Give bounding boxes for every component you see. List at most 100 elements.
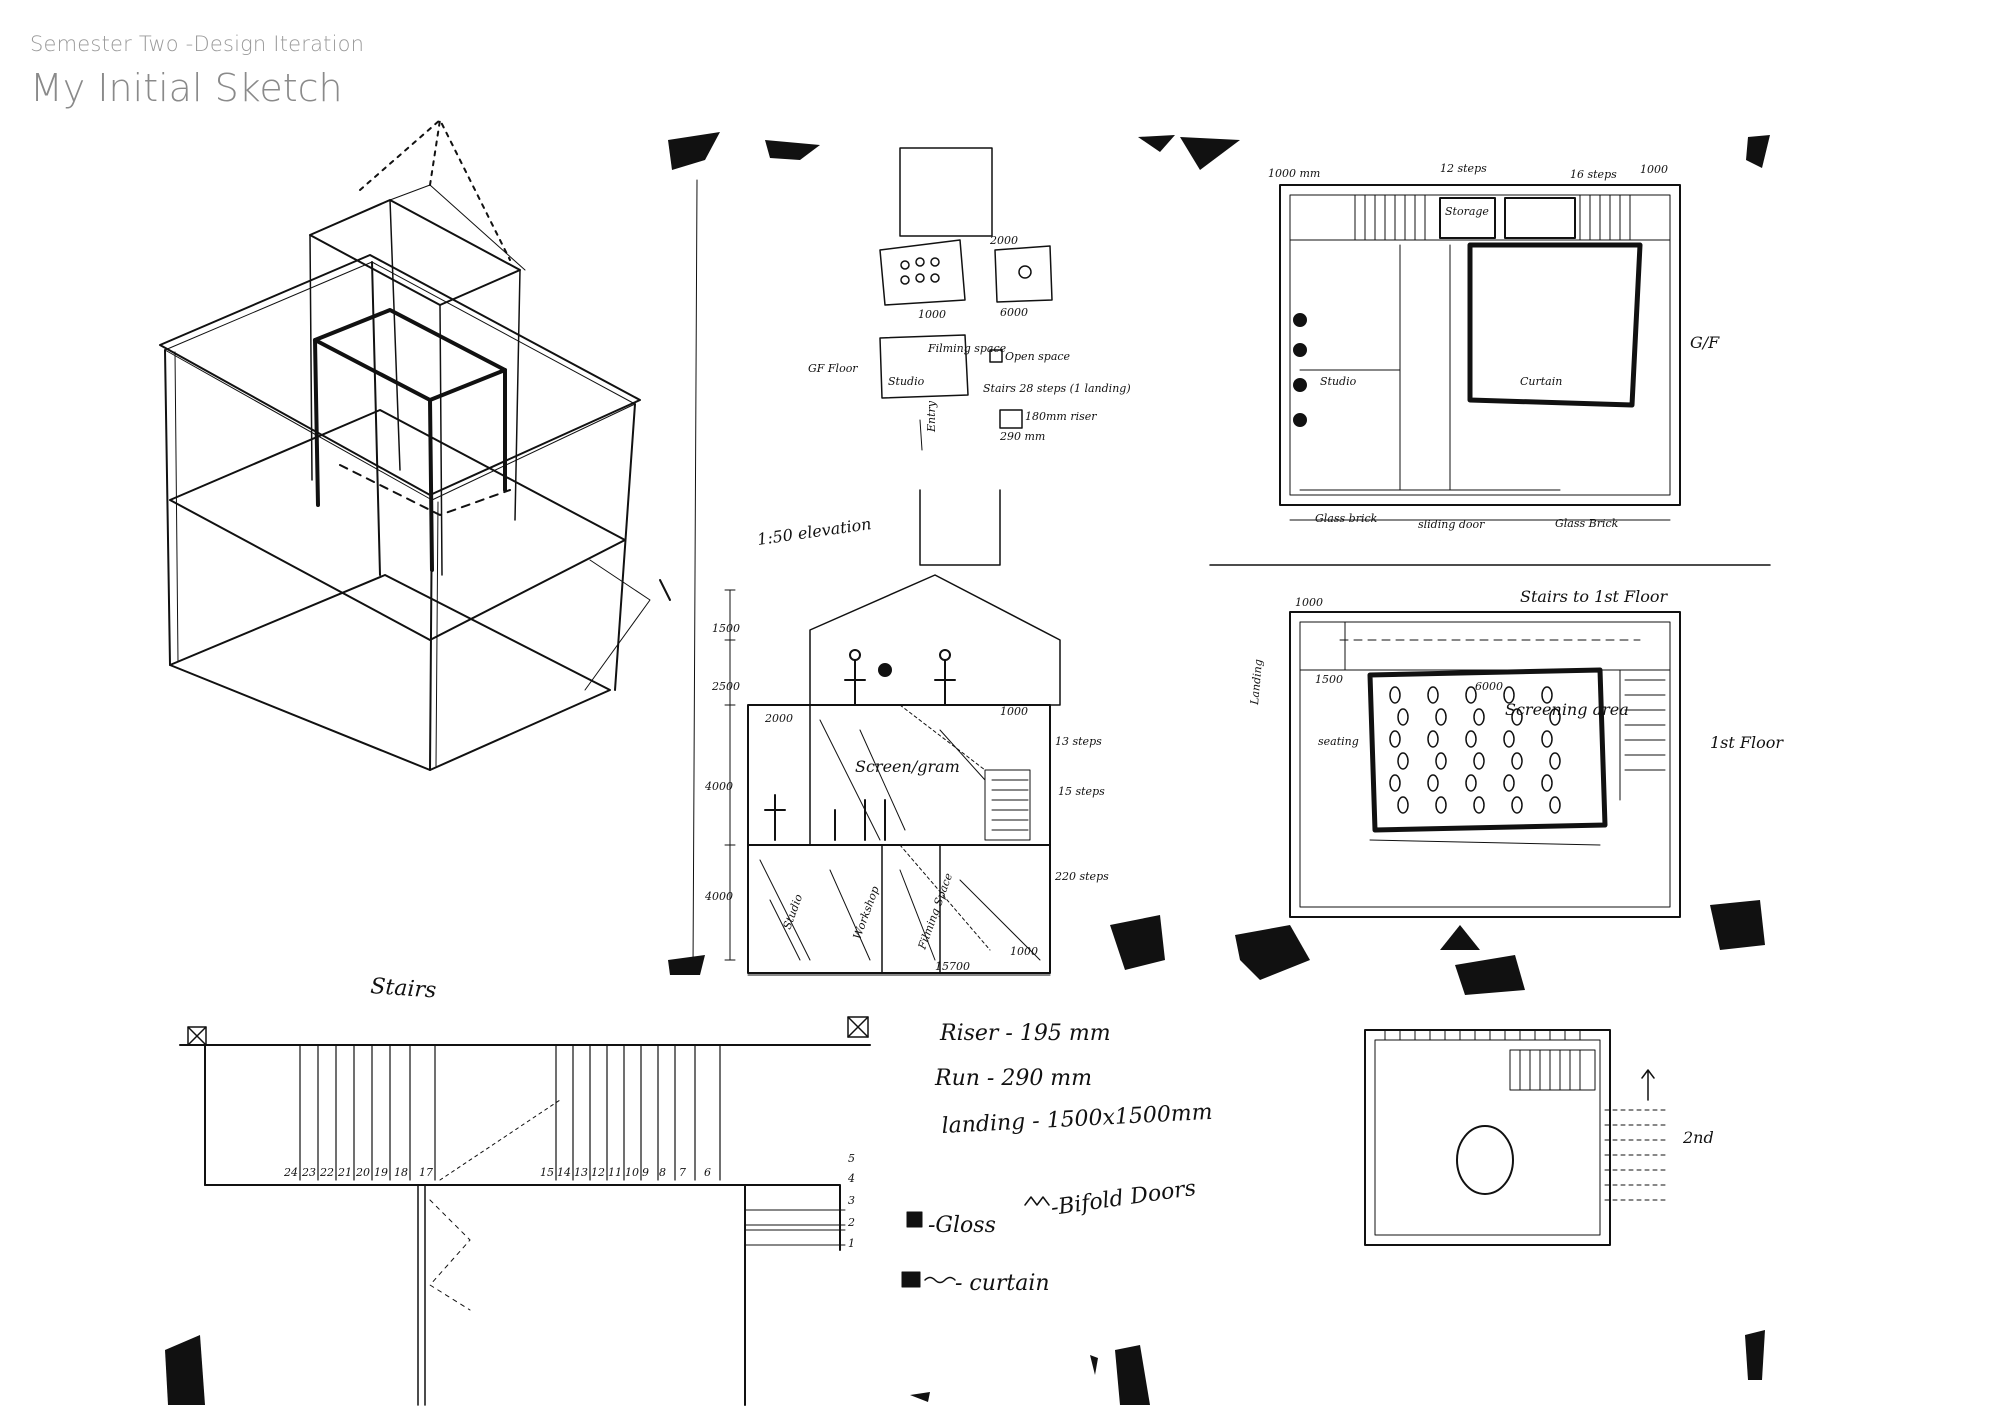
first-seating: seating	[1318, 735, 1359, 748]
elev-dim-top-1: 1000	[1000, 705, 1028, 718]
stair-number: 12	[591, 1166, 605, 1179]
section-elevation	[724, 489, 1061, 976]
elev-dim-left-1: 2500	[711, 680, 740, 693]
explode-dim-0: 1000	[918, 308, 946, 321]
seat-mark	[1435, 708, 1447, 726]
stairs-drawing	[179, 1016, 871, 1406]
first-dim-1: 1500	[1315, 673, 1343, 686]
second-floor-plan	[1364, 1029, 1666, 1246]
gf-top-label-3: 1000	[1640, 163, 1668, 176]
elev-dim-right-3: 1000	[1010, 945, 1038, 958]
gf-top-label-1: 12 steps	[1440, 162, 1487, 175]
seat-mark	[1389, 730, 1401, 748]
first-floor-plan	[1289, 611, 1681, 918]
first-dim-0: 1000	[1295, 596, 1323, 609]
stair-number: 23	[301, 1166, 316, 1179]
seat-mark	[1549, 796, 1561, 814]
elev-dim-left-2: 4000	[704, 780, 733, 793]
stairs-run: Run - 290 mm	[934, 1066, 1092, 1091]
elev-dim-bottom: 15700	[935, 960, 970, 973]
elev-room-filming: Filming Space	[915, 871, 955, 952]
stair-number: 18	[394, 1166, 408, 1179]
second-floor-label: 2nd	[1682, 1128, 1714, 1147]
stair-number: 24	[283, 1166, 298, 1179]
explode-note-stairs: Stairs 28 steps (1 landing)	[983, 382, 1131, 395]
seat-mark	[1541, 730, 1553, 748]
seat-mark	[1541, 686, 1553, 704]
elev-dim-top-0: 2000	[764, 712, 793, 725]
stair-number: 20	[355, 1166, 370, 1179]
gf-top-label-0: 1000 mm	[1268, 167, 1320, 180]
stair-number: 13	[574, 1166, 588, 1179]
elev-room-workshop: Workshop	[851, 884, 882, 941]
seating-ovals	[1389, 686, 1561, 814]
first-floor-label: 1st Floor	[1710, 733, 1784, 752]
stair-number-side: 1	[848, 1237, 855, 1250]
stair-number: 9	[642, 1166, 649, 1179]
explode-note-run: 290 mm	[999, 430, 1045, 443]
explode-note-riser: 180mm riser	[1025, 410, 1097, 423]
first-side-label: Landing	[1248, 659, 1265, 707]
middle-sheet-edge	[692, 179, 698, 971]
stair-number: 11	[608, 1166, 622, 1179]
seat-mark	[1465, 730, 1477, 748]
seat-mark	[1397, 708, 1409, 726]
explode-dim-1: 2000	[989, 234, 1018, 247]
seat-mark	[1549, 708, 1561, 726]
stair-number-side: 2	[847, 1216, 855, 1229]
seat-mark	[1465, 774, 1477, 792]
elev-room-studio: Studio	[781, 892, 806, 931]
explode-note-open: Open space	[1005, 350, 1071, 363]
legend-bifold: -Bifold Doors	[1049, 1176, 1197, 1221]
stair-number-side: 3	[848, 1194, 855, 1207]
legend-icons	[901, 1196, 1050, 1288]
stairs-landing: landing - 1500x1500mm	[941, 1100, 1213, 1139]
seat-mark	[1465, 686, 1477, 704]
stair-treads	[299, 1044, 721, 1181]
scan-blobs	[165, 132, 1770, 1405]
seat-mark	[1511, 796, 1523, 814]
explode-dim-2: 6000	[1000, 306, 1028, 319]
seat-mark	[1427, 730, 1439, 748]
seat-mark	[1435, 796, 1447, 814]
stair-number-side: 5	[848, 1152, 855, 1165]
explode-note-gf: GF Floor	[808, 362, 858, 375]
explode-note-filming: Filming space	[927, 342, 1007, 355]
stair-number: 7	[679, 1166, 686, 1179]
legend-curtain: - curtain	[955, 1271, 1050, 1296]
elev-dim-right-2: 220 steps	[1054, 870, 1109, 883]
explode-note-studio: Studio	[888, 375, 925, 388]
gf-bottom-1: sliding door	[1418, 518, 1485, 531]
exploded-diagram	[879, 147, 1053, 451]
elev-room-screen: Screen/gram	[855, 757, 960, 776]
seat-mark	[1503, 774, 1515, 792]
explode-note-entry: Entry	[925, 400, 938, 433]
first-screening: Screening area	[1505, 700, 1629, 719]
seat-mark	[1397, 752, 1409, 770]
seat-mark	[1397, 796, 1409, 814]
isometric-sketch	[159, 119, 671, 771]
first-dim-2: 6000	[1475, 680, 1503, 693]
elevation-title: 1:50 elevation	[756, 514, 873, 549]
stair-number: 6	[704, 1166, 711, 1179]
seat-mark	[1389, 774, 1401, 792]
stairs-riser: Riser - 195 mm	[939, 1021, 1111, 1046]
seat-mark	[1473, 752, 1485, 770]
page-subtitle: Semester Two -Design Iteration	[30, 32, 365, 56]
seat-mark	[1427, 774, 1439, 792]
stair-number: 8	[659, 1166, 666, 1179]
stair-number: 21	[337, 1166, 352, 1179]
elev-dim-right-1: 15 steps	[1058, 785, 1105, 798]
legend-glass: -Gloss	[928, 1213, 996, 1238]
seat-mark	[1511, 752, 1523, 770]
stair-number: 19	[374, 1166, 388, 1179]
seat-mark	[1511, 708, 1523, 726]
gf-curtain: Curtain	[1520, 375, 1562, 388]
page-title: My Initial Sketch	[30, 66, 343, 110]
stair-number: 14	[557, 1166, 571, 1179]
gf-bottom-2: Glass Brick	[1555, 517, 1619, 530]
seat-mark	[1473, 708, 1485, 726]
